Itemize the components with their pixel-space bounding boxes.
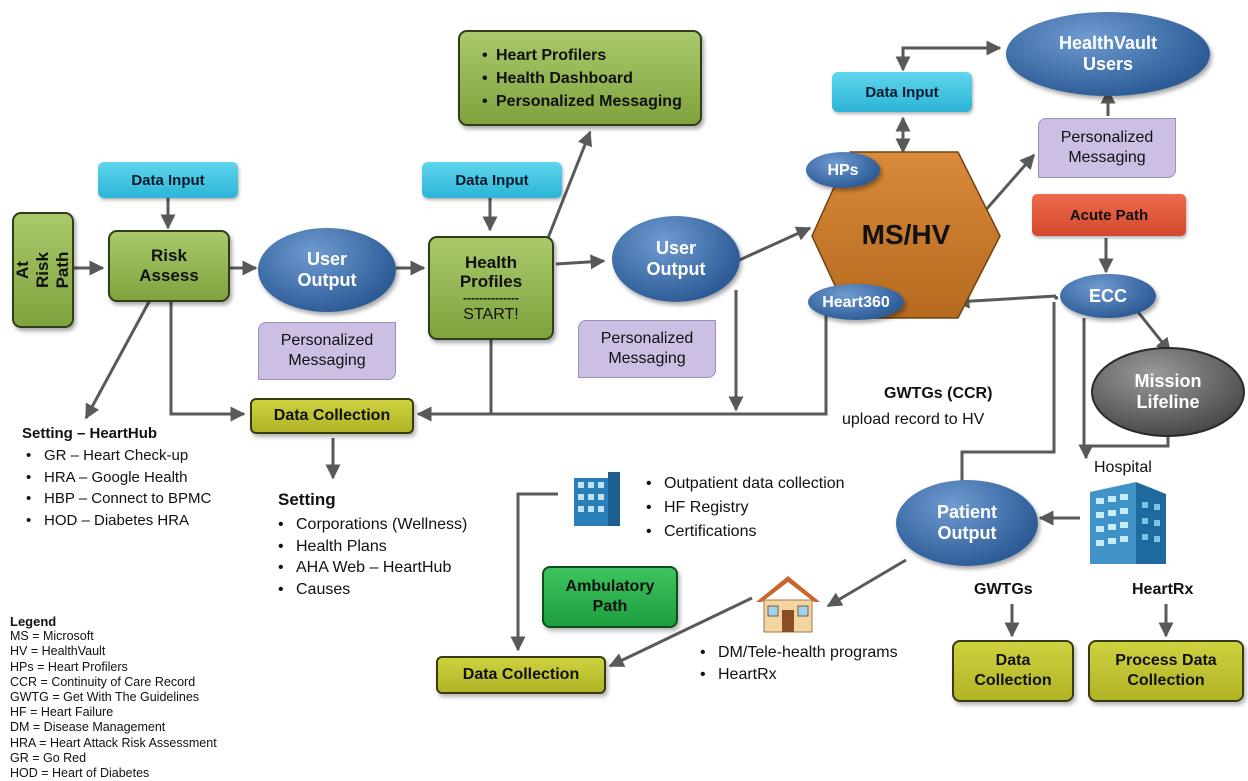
at-risk-path-box: At Risk Path — [12, 212, 74, 328]
legend-item: GWTG = Get With The Guidelines — [10, 690, 200, 705]
health-profiles-start: START! — [463, 305, 519, 323]
data-collection-main: Data Collection — [250, 398, 414, 434]
data-collection-gwtgs-label: Data Collection — [974, 652, 1052, 689]
data-input-label-1: Data Input — [131, 171, 205, 189]
health-profiles-box: Health Profiles -------------- START! — [428, 236, 554, 340]
data-input-box-3: Data Input — [832, 72, 972, 112]
setting-hearthub-list: GR – Heart Check-up HRA – Google Health … — [26, 445, 211, 531]
user-output-label-1: User Output — [297, 249, 357, 290]
legend-item: HV = HealthVault — [10, 644, 106, 659]
data-input-box-2: Data Input — [422, 162, 562, 198]
setting-item: AHA Web – HeartHub — [278, 557, 467, 579]
ambulatory-path-label: Ambulatory Path — [565, 578, 655, 615]
health-profiles-label: Health Profiles — [459, 252, 523, 291]
setting-hearthub-item: HBP – Connect to BPMC — [26, 488, 211, 510]
setting-hearthub-item: HOD – Diabetes HRA — [26, 510, 211, 532]
user-output-label-2: User Output — [646, 238, 706, 279]
legend: Legend MS = Microsoft HV = HealthVault H… — [10, 614, 217, 781]
data-input-box-1: Data Input — [98, 162, 238, 198]
personalized-messaging-2: Personalized Messaging — [578, 320, 716, 378]
mission-lifeline-ellipse — [1091, 347, 1245, 437]
heart360-label: Heart360 — [822, 293, 890, 311]
data-input-label-2: Data Input — [455, 171, 529, 189]
personalized-messaging-1: Personalized Messaging — [258, 322, 396, 380]
legend-item: GR = Go Red — [10, 750, 87, 765]
outpatient-item: HF Registry — [646, 496, 845, 520]
healthvault-users-label: HealthVault Users — [1058, 33, 1158, 74]
setting-item: Health Plans — [278, 536, 467, 558]
setting-item: Corporations (Wellness) — [278, 514, 467, 536]
setting-hearthub-item: HRA – Google Health — [26, 467, 211, 489]
ecc-label: ECC — [1088, 285, 1127, 306]
at-risk-path-label: At Risk Path — [13, 251, 72, 289]
setting-hearthub-title: Setting – HeartHub — [22, 425, 158, 442]
gwtgs-ccr-title: GWTGs (CCR) — [884, 385, 993, 402]
gwtgs-ccr-sub: upload record to HV — [842, 411, 985, 428]
user-output-ellipse-1: User Output — [258, 228, 396, 312]
personalized-messaging-2-label: Personalized Messaging — [600, 330, 694, 367]
setting-list: Corporations (Wellness) Health Plans AHA… — [278, 514, 467, 600]
data-collection-gwtgs: Data Collection — [952, 640, 1074, 702]
ms-hv-label-wrap: MS/HV — [812, 152, 1000, 318]
ambulatory-path-box: Ambulatory Path — [542, 566, 678, 628]
profilers-box: Heart Profilers Health Dashboard Persona… — [458, 30, 702, 126]
health-profiles-divider: -------------- — [463, 290, 519, 305]
patient-output-ellipse: Patient Output — [896, 480, 1038, 566]
heartrx-label: HeartRx — [1132, 581, 1194, 598]
legend-item: MS = Microsoft — [10, 629, 94, 644]
acute-path-box: Acute Path — [1032, 194, 1186, 236]
profilers-list: Heart Profilers Health Dashboard Persona… — [482, 44, 682, 113]
heart360-ellipse: Heart360 — [808, 284, 904, 320]
legend-item: HPs = Heart Profilers — [10, 659, 128, 674]
data-input-label-3: Data Input — [865, 83, 939, 101]
legend-item: HRA = Heart Attack Risk Assessment — [10, 735, 217, 750]
mission-lifeline-label: Mission Lifeline — [1134, 371, 1202, 412]
personalized-messaging-1-label: Personalized Messaging — [280, 332, 374, 369]
user-output-ellipse-2: User Output — [612, 216, 740, 302]
clinic-building-icon — [574, 472, 620, 526]
setting-title: Setting — [278, 490, 336, 509]
connector-layer — [74, 40, 1245, 668]
setting-hearthub-item: GR – Heart Check-up — [26, 445, 211, 467]
personalized-messaging-top-label: Personalized Messaging — [1060, 129, 1154, 166]
legend-item: CCR = Continuity of Care Record — [10, 674, 196, 689]
risk-assess-label: Risk Assess — [139, 246, 199, 285]
dm-item: DM/Tele-health programs — [700, 642, 898, 664]
setting-item: Causes — [278, 579, 467, 601]
profilers-item: Health Dashboard — [482, 67, 682, 90]
data-collection-bottom-label: Data Collection — [462, 666, 580, 683]
ms-hv-label: MS/HV — [861, 219, 951, 250]
legend-title: Legend — [10, 614, 57, 629]
healthvault-users-ellipse: HealthVault Users — [1006, 12, 1210, 96]
hospital-label: Hospital — [1094, 459, 1152, 476]
process-data-collection-label: Process Data Collection — [1115, 652, 1217, 689]
home-icon — [756, 576, 820, 633]
outpatient-item: Certifications — [646, 520, 845, 544]
outpatient-item: Outpatient data collection — [646, 472, 845, 496]
ms-hv-hexagon — [811, 151, 1001, 319]
gwtgs-label: GWTGs — [974, 581, 1033, 598]
profilers-item: Heart Profilers — [482, 44, 682, 67]
legend-item: DM = Disease Management — [10, 720, 166, 735]
legend-item: HOD = Heart of Diabetes — [10, 766, 150, 781]
hospital-building-icon — [1090, 482, 1166, 564]
hps-ellipse: HPs — [806, 152, 880, 188]
data-collection-main-label: Data Collection — [273, 407, 391, 424]
ecc-ellipse: ECC — [1060, 274, 1156, 318]
personalized-messaging-top: Personalized Messaging — [1038, 118, 1176, 178]
patient-output-label: Patient Output — [936, 502, 997, 543]
data-collection-bottom: Data Collection — [436, 656, 606, 694]
dm-list: DM/Tele-health programs HeartRx — [700, 642, 898, 686]
acute-path-label: Acute Path — [1069, 206, 1149, 224]
risk-assess-box: Risk Assess — [108, 230, 230, 302]
dm-item: HeartRx — [700, 664, 898, 686]
profilers-item: Personalized Messaging — [482, 90, 682, 113]
hps-label: HPs — [827, 161, 859, 179]
mission-lifeline-label-wrap: Mission Lifeline — [1092, 348, 1244, 436]
outpatient-list: Outpatient data collection HF Registry C… — [646, 472, 845, 544]
legend-item: HF = Heart Failure — [10, 705, 114, 720]
process-data-collection: Process Data Collection — [1088, 640, 1244, 702]
